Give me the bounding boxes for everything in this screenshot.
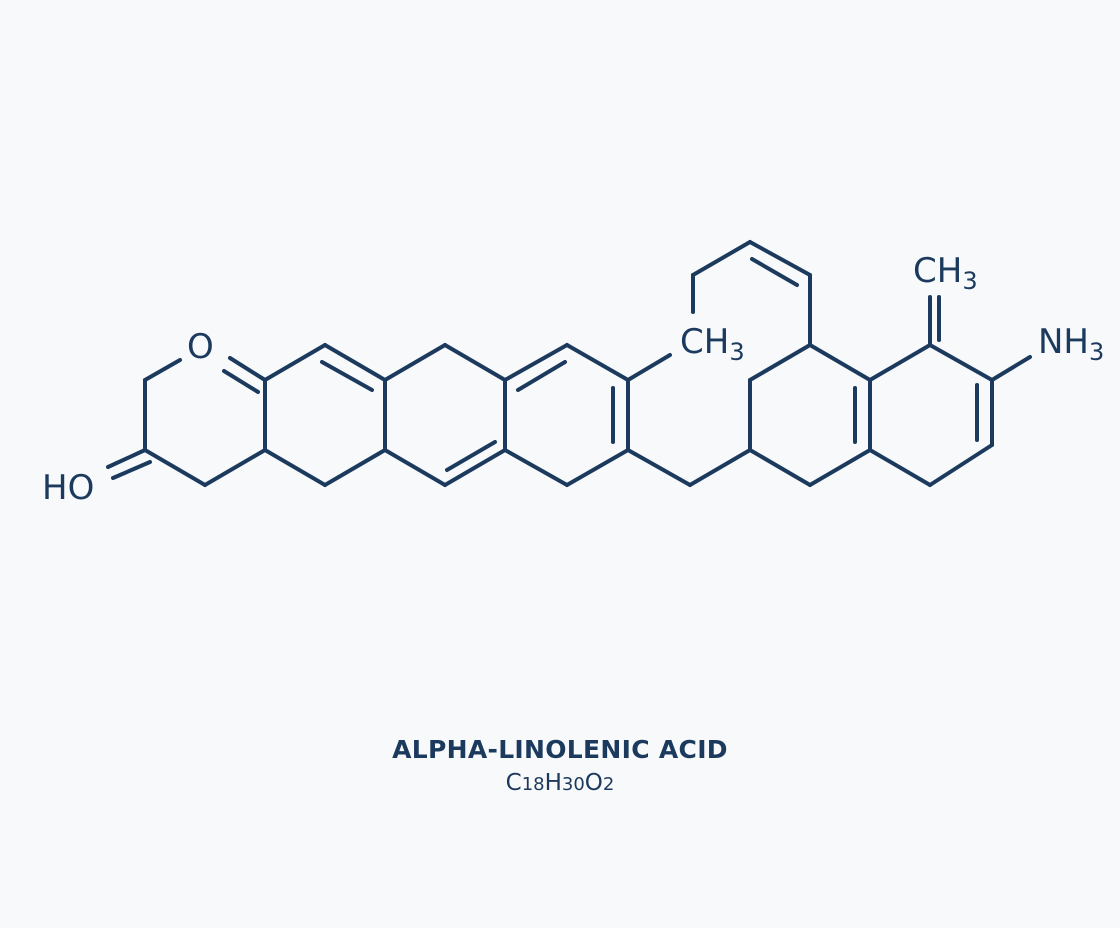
molecular-formula: C18H30O2 [0, 770, 1120, 796]
formula-subscript: 30 [561, 774, 585, 795]
atom-labels: O HO CH3 CH3 NH3 [42, 251, 1104, 508]
ring-oxygen-label: O [187, 327, 214, 367]
hydroxyl-label: HO [42, 468, 94, 508]
formula-part: C [505, 770, 522, 796]
amine-label: NH3 [1038, 322, 1104, 366]
methyl-label-1: CH3 [680, 322, 745, 366]
molecule-name: ALPHA-LINOLENIC ACID [392, 735, 728, 764]
formula-part: O [584, 770, 603, 796]
formula-subscript: 2 [602, 774, 615, 795]
formula-subscript: 18 [521, 774, 545, 795]
methyl-label-2: CH3 [913, 251, 978, 295]
formula-part: H [544, 770, 562, 796]
bonds [106, 240, 1032, 487]
